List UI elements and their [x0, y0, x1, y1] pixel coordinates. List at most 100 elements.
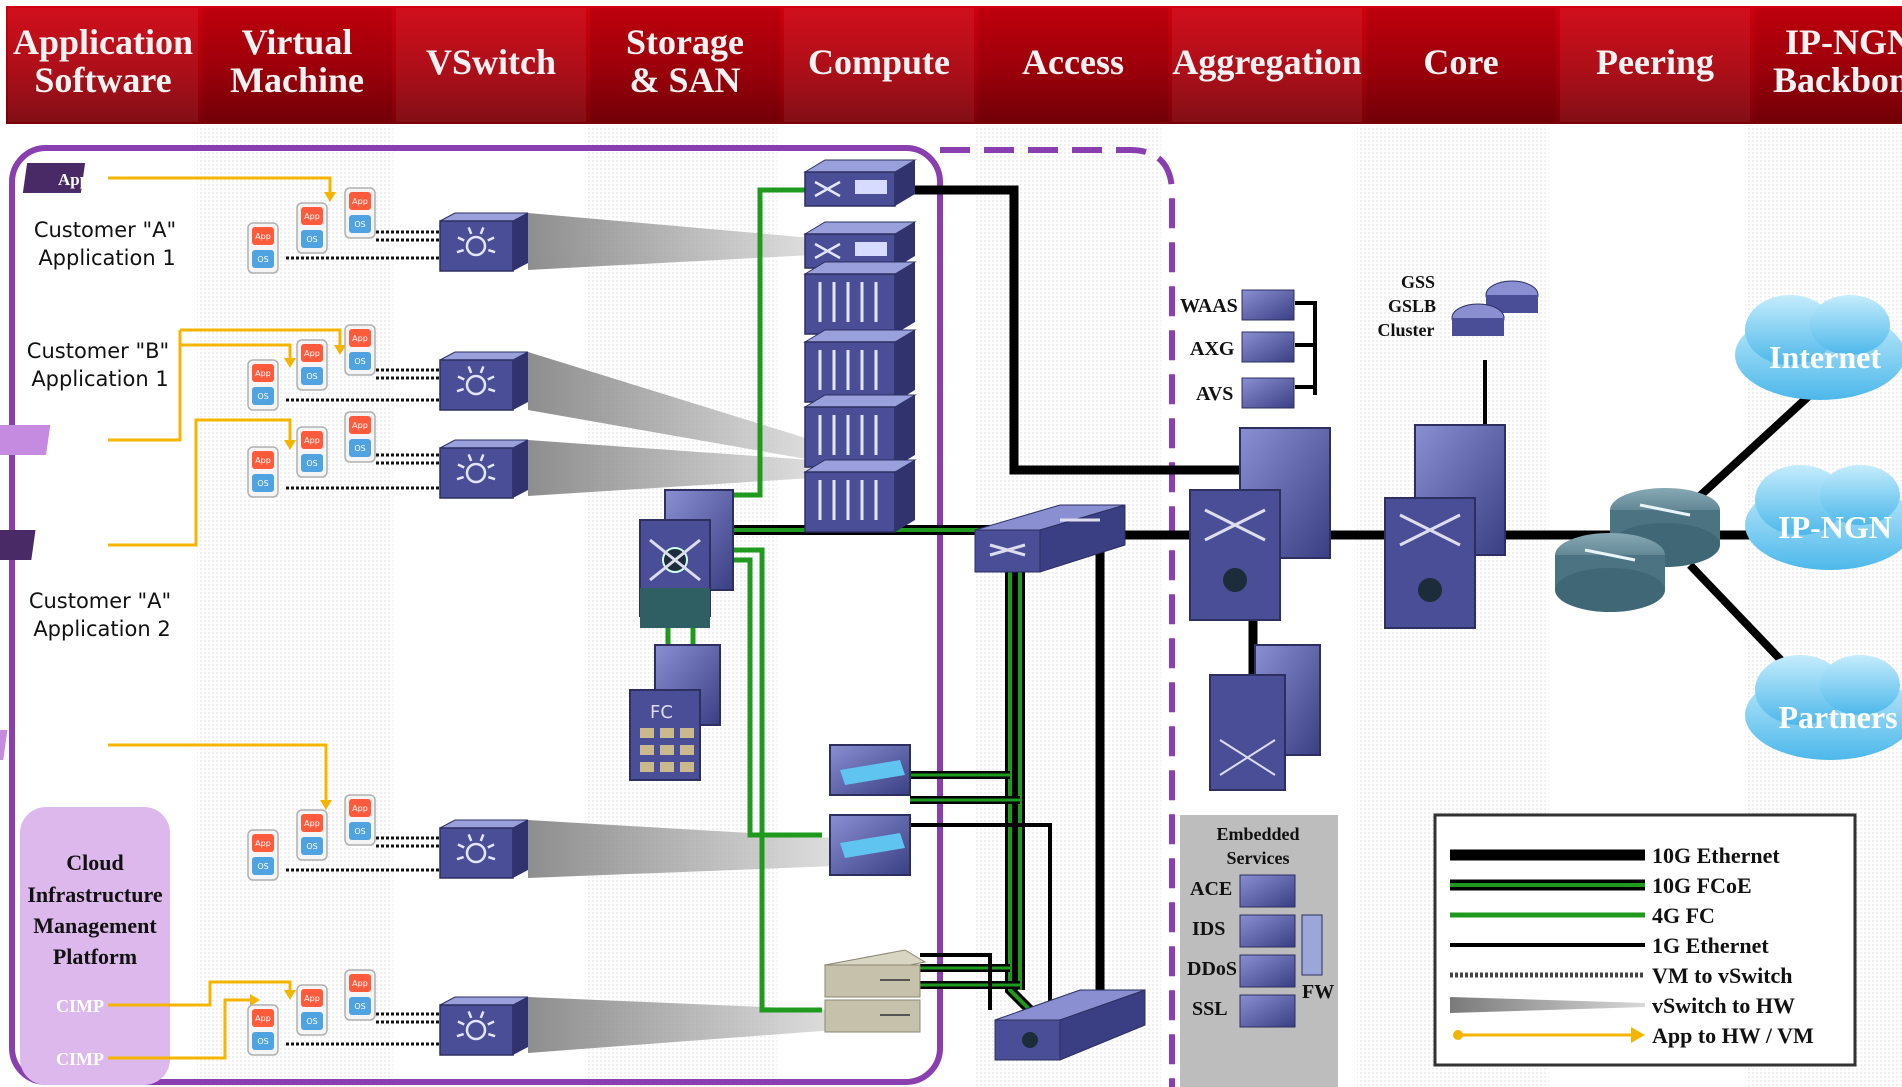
legend-item-dotted: VM to vSwitch	[1450, 963, 1793, 988]
fw-label: FW	[1302, 981, 1334, 1003]
san-switch	[639, 489, 734, 628]
cimp-panel: Cloud Infrastructure Management Platform	[20, 807, 170, 1085]
layer-header-label: Access	[1022, 42, 1124, 82]
blade-unit	[803, 159, 917, 207]
cimp-badge-2: CIMP	[56, 1049, 104, 1069]
layer-header-line2: & SAN	[629, 60, 740, 100]
blade-unit	[803, 221, 917, 269]
layer-header-8: Peering	[1560, 8, 1750, 122]
legend-label: 4G FC	[1652, 903, 1715, 928]
vm-to-vswitch-links	[286, 230, 442, 1046]
layer-header-label: Core	[1423, 42, 1498, 82]
cimp-title-line-1: Cloud	[66, 850, 123, 875]
svg-text:OS: OS	[354, 827, 365, 836]
svg-text:App: App	[352, 421, 368, 430]
rack-server-1	[829, 744, 911, 796]
customer-a1-line1: Customer "A"	[34, 218, 176, 242]
app-badges: App 1 App 1 App 2 App 2 CIMP CIMP	[0, 163, 104, 1069]
svg-text:OS: OS	[306, 235, 317, 244]
svg-text:App: App	[304, 819, 320, 828]
legend: 10G Ethernet 10G FCoE 4G FC 1G Ethernet VM t…	[1433, 813, 1857, 1067]
cimp-title-line-4: Platform	[53, 944, 137, 969]
svg-text:App: App	[352, 197, 368, 206]
legend-label: vSwitch to HW	[1652, 993, 1795, 1018]
svg-text:CIMP: CIMP	[56, 996, 104, 1016]
svg-text:App: App	[304, 212, 320, 221]
embedded-services-panel: Embedded Services ACE IDS DDoS SSL FW	[1180, 815, 1338, 1087]
svg-text:IP-NGN: IP-NGN	[1778, 509, 1892, 545]
svg-text:App 2: App 2	[60, 737, 104, 756]
peering-routers	[1555, 488, 1720, 612]
internet-cloud: Internet	[1735, 295, 1902, 400]
svg-text:OS: OS	[257, 862, 268, 871]
layer-header-line1: IP-NGN	[1785, 22, 1902, 62]
svg-text:App: App	[304, 994, 320, 1003]
embedded-line1: Embedded	[1216, 824, 1299, 844]
svg-text:OS: OS	[257, 1037, 268, 1046]
cimp-title-line-2: Infrastructure	[27, 882, 162, 907]
blade-unit	[803, 261, 917, 335]
app-to-hw-arrowheads	[250, 192, 346, 1006]
vswitch-icon	[439, 819, 529, 879]
svg-text:App 1: App 1	[58, 170, 102, 189]
ids-label: IDS	[1192, 918, 1225, 940]
svg-text:App: App	[304, 349, 320, 358]
svg-text:App: App	[255, 369, 271, 378]
waas-label: WAAS	[1180, 295, 1238, 317]
cimp-badge-1: CIMP	[56, 996, 104, 1016]
layer-header-5: Access	[978, 8, 1168, 122]
gss-line2: GSLB	[1388, 296, 1436, 316]
svg-text:OS: OS	[306, 372, 317, 381]
legend-item-black-green: 10G FCoE	[1450, 873, 1752, 898]
app1-top-badge: App 1	[22, 163, 102, 193]
ddos-label: DDoS	[1187, 958, 1237, 980]
ssl-label: SSL	[1192, 998, 1228, 1020]
legend-item-thick-black: 10G Ethernet	[1450, 843, 1780, 868]
ipngn-cloud: IP-NGN	[1745, 465, 1902, 570]
axg-label: AXG	[1190, 338, 1235, 360]
gss-line3: Cluster	[1378, 320, 1435, 340]
blade-unit	[803, 459, 917, 533]
svg-text:OS: OS	[354, 357, 365, 366]
ace-label: ACE	[1190, 878, 1232, 900]
layer-header-7: Core	[1366, 8, 1556, 122]
svg-text:CIMP: CIMP	[56, 1049, 104, 1069]
app-to-hw-arrows	[108, 176, 342, 1060]
svg-text:App: App	[255, 456, 271, 465]
blade-unit	[803, 394, 917, 468]
legend-label: 10G FCoE	[1652, 873, 1752, 898]
legend-item-green: 4G FC	[1450, 903, 1715, 928]
customer-b1-line2: Application 1	[31, 367, 168, 391]
aggregation-services: WAAS AXG AVS	[1180, 289, 1295, 409]
svg-text:OS: OS	[354, 1002, 365, 1011]
svg-text:OS: OS	[354, 220, 365, 229]
svg-text:OS: OS	[257, 255, 268, 264]
layer-header-line2: Software	[34, 60, 171, 100]
rack-server-2	[829, 814, 911, 876]
vswitch-icon	[439, 212, 529, 272]
legend-label: 1G Ethernet	[1652, 933, 1769, 958]
layer-header-9: IP-NGNBackbone	[1754, 8, 1902, 122]
svg-text:App: App	[255, 232, 271, 241]
layer-header-label: VSwitch	[426, 42, 556, 82]
vswitch-icon	[439, 996, 529, 1056]
aggregation-switches	[1189, 427, 1331, 791]
vswitch-icon	[439, 351, 529, 411]
layer-header-label: Peering	[1596, 42, 1714, 82]
legacy-servers	[823, 949, 927, 1033]
